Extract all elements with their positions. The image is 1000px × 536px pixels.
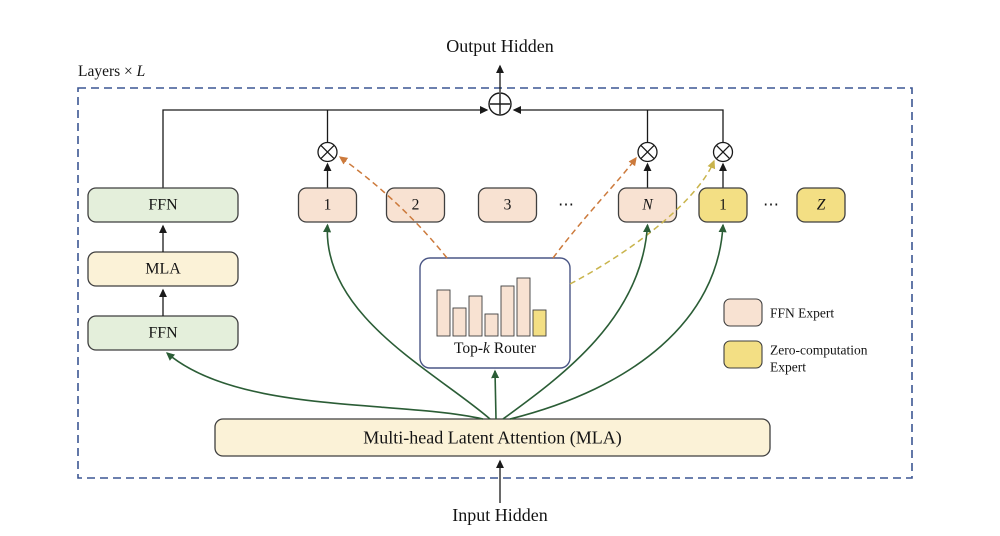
layers-label: Layers × L [78,63,145,80]
router-bar [500,285,515,337]
ffn-expert-dots: ⋯ [558,197,574,214]
router-bar [484,313,499,337]
zero-expert-label-Z: Z [817,197,826,214]
input-hidden-label: Input Hidden [452,505,547,525]
green-arrow-to-expertN [502,223,652,420]
legend-ffn-label: FFN Expert [770,306,834,321]
router-weight-arrow-expert1 [338,156,448,259]
ffn-expert-label-1: 1 [324,197,332,214]
router-bar [436,289,451,337]
zero-expert-box-1 [698,187,748,223]
mla-attention-bar [214,418,771,457]
times-icon [640,145,655,159]
left-sum-line [162,105,489,188]
router-bar [532,309,547,337]
ffn-bottom-label: FFN [148,325,178,342]
legend-ffn-swatch [723,298,763,327]
ffn-expert-box-1 [297,187,358,223]
times-icon [320,145,335,159]
green-arrow-to-router [491,369,500,420]
mla-small-label: MLA [145,261,181,278]
legend-zero-label-line1: Zero-computation [770,343,868,358]
green-arrow-to-expert1 [323,223,491,420]
multiply-node-expert1 [317,141,338,163]
sum-node [488,92,512,116]
ffn-expert-label-2: 2 [412,197,420,214]
output-hidden-label: Output Hidden [446,36,554,56]
router-weight-arrow-expertN [552,156,637,259]
router-weight-arrow-zero1 [569,159,716,285]
legend-zero-label-line2: Expert [770,360,806,375]
mla-attention-label: Multi-head Latent Attention (MLA) [363,428,621,449]
zero-expert-box-Z [796,187,846,223]
ffn-expert-box-3 [477,187,538,223]
ffn-top-box [87,187,239,223]
plus-icon [490,94,510,114]
right-sum-line [512,105,724,143]
router-label: Top-k Router [454,340,537,357]
ffn-expert-box-N [617,187,678,223]
legend-zero-swatch [723,340,763,369]
router-bar [452,307,467,337]
ffn-expert-box-2 [385,187,446,223]
multiply-node-expertN [637,141,658,163]
zero-expert-label-1: 1 [719,197,727,214]
multiply-node-zero1 [712,141,734,163]
router-box [419,257,571,369]
router-histogram [436,277,547,337]
times-icon [716,145,730,159]
ffn-top-label: FFN [148,197,178,214]
zero-expert-dots: ⋯ [763,197,779,214]
router-bar [516,277,531,337]
ffn-expert-label-3: 3 [504,197,512,214]
router-bar [468,295,483,337]
green-arrow-to-dense-stack [165,352,484,420]
ffn-expert-label-N: N [641,197,654,214]
outer-dashed-border [77,87,913,479]
green-arrow-to-zero1 [509,223,727,420]
